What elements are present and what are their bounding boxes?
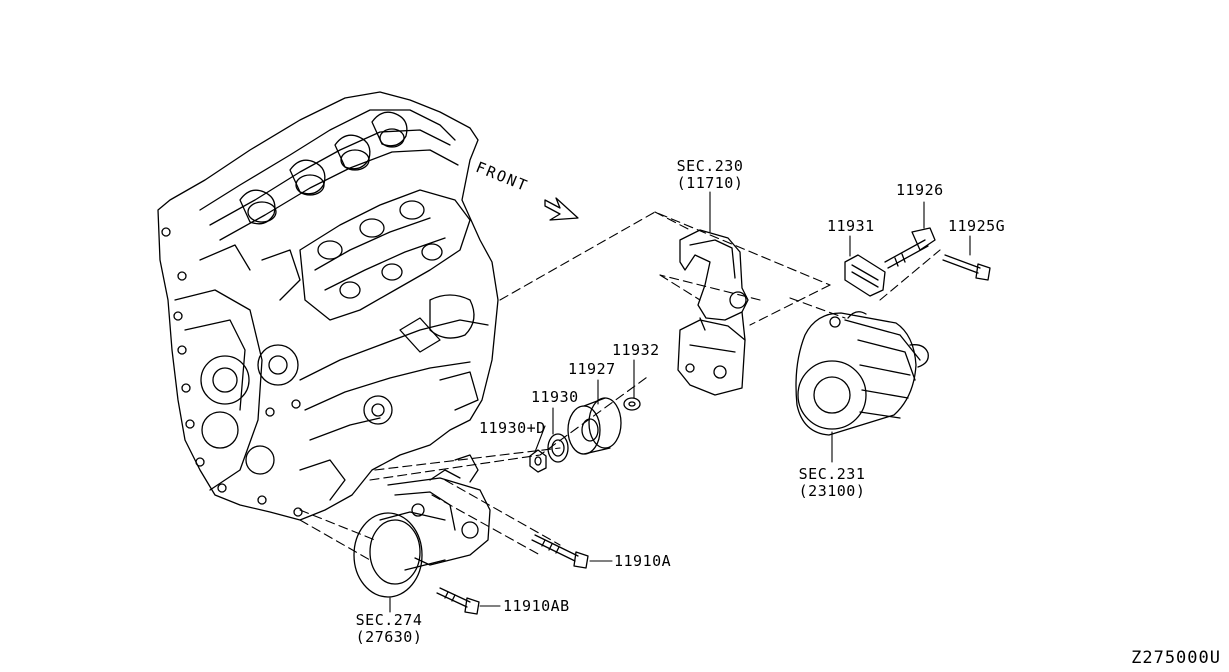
part-11910a-bolt	[531, 534, 589, 569]
assembly-leader-lines	[299, 211, 941, 561]
figure-id: Z275000U	[1131, 648, 1221, 668]
part-11930-washer	[547, 433, 569, 463]
alternator-bracket-drawing	[677, 229, 749, 396]
sec274-ref: (27630)	[355, 628, 423, 646]
part-11925g-bolt	[942, 254, 991, 281]
callout-sec274: SEC.274 (27630)	[344, 612, 434, 646]
engine-block-drawing	[157, 91, 499, 521]
callout-11930d: 11930+D	[479, 419, 546, 437]
sec231-section: SEC.231	[798, 465, 866, 483]
part-11930d-nut	[529, 449, 547, 473]
callout-11932: 11932	[612, 341, 660, 359]
sec274-section: SEC.274	[355, 611, 423, 629]
callout-11910ab: 11910AB	[503, 597, 570, 615]
front-arrow-icon	[544, 197, 579, 221]
compressor-drawing	[353, 454, 491, 598]
callout-sec231: SEC.231 (23100)	[788, 466, 876, 500]
callout-11926: 11926	[896, 181, 944, 199]
part-11932-washer	[623, 397, 641, 411]
part-11926-stud	[884, 227, 936, 269]
callout-11925g: 11925G	[948, 217, 1006, 235]
callout-11930: 11930	[531, 388, 579, 406]
part-11931-plate	[844, 254, 886, 297]
part-11927-pulley	[567, 397, 622, 455]
callout-leader-lines	[389, 191, 971, 613]
part-11910ab-bolt	[436, 587, 480, 615]
callout-sec230: SEC.230 (11710)	[668, 158, 752, 192]
alternator-drawing	[795, 311, 929, 436]
callout-11910a: 11910A	[614, 552, 672, 570]
callout-11931: 11931	[827, 217, 875, 235]
sec230-ref: (11710)	[676, 174, 744, 192]
callout-11927: 11927	[568, 360, 616, 378]
sec230-section: SEC.230	[676, 157, 744, 175]
sec231-ref: (23100)	[798, 482, 866, 500]
